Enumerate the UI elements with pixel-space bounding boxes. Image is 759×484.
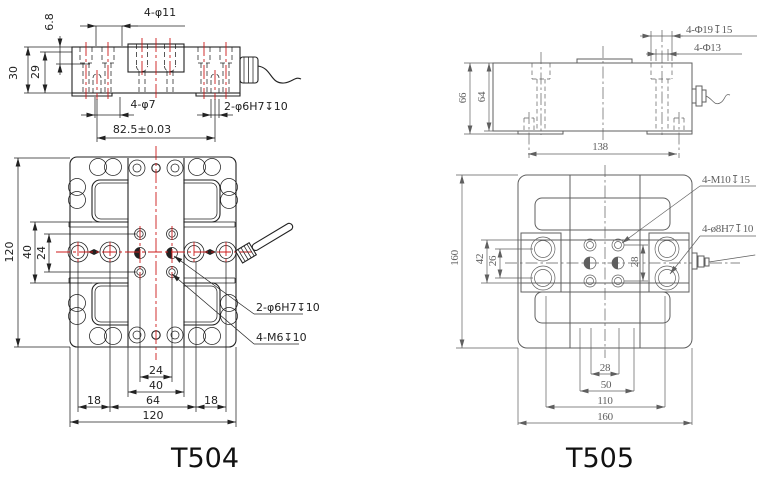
dim-30: 30 <box>7 66 20 80</box>
t505-block-holes <box>530 236 680 291</box>
dim-64: 64 <box>146 394 160 407</box>
dim-110: 110 <box>597 395 613 407</box>
dim-42: 42 <box>474 254 486 264</box>
dim-50: 50 <box>601 379 612 391</box>
dim-24-bottom: 24 <box>149 364 163 377</box>
dim-6-8: 6.8 <box>43 13 56 31</box>
t505-leaders: 4-M10↧15 4-ø8H7↧10 <box>621 174 756 275</box>
label-2-phi6h7-side: 2-φ6H7↧10 <box>224 100 288 113</box>
label-4-phi11: 4-φ11 <box>144 6 176 19</box>
dim-82-5: 82.5±0.03 <box>113 123 171 136</box>
t504-top-view: 2-φ6H7↧10 4-M6↧10 24 40 18 64 18 120 120 <box>3 146 320 427</box>
t505-side-cable <box>691 85 731 107</box>
t504-corner-lobes <box>68 158 238 345</box>
dim-24-left: 24 <box>35 246 48 260</box>
dim-120-bottom: 120 <box>143 409 164 422</box>
label-4-phi7: 4-φ7 <box>130 98 155 111</box>
dim-29: 29 <box>29 65 42 79</box>
t504-title: T504 <box>170 443 239 474</box>
dim-160-bottom: 160 <box>597 411 613 423</box>
label-4-m10: 4-M10↧15 <box>702 174 751 186</box>
label-4-phi8h7: 4-ø8H7↧10 <box>702 223 754 235</box>
t505-side-view: 66 64 4-Φ19↧15 4-Φ13 138 <box>457 24 757 158</box>
t504-top-cable <box>234 222 294 264</box>
t504-side-dimensions: 30 29 6.8 4-φ11 4-φ7 2-φ6H7↧10 <box>7 6 288 142</box>
t504-top-dimensions: 24 40 18 64 18 120 120 40 24 <box>3 157 237 427</box>
label-4-m6: 4-M6↧10 <box>256 331 307 344</box>
dim-64: 64 <box>476 91 488 102</box>
dim-26: 26 <box>487 255 499 266</box>
dim-120-left: 120 <box>3 242 16 263</box>
dim-40-bottom: 40 <box>149 379 163 392</box>
t504-side-cable <box>239 56 302 84</box>
dim-138: 138 <box>592 141 608 153</box>
dim-18-left: 18 <box>87 394 101 407</box>
dim-28-bottom: 28 <box>600 362 611 374</box>
dim-40-left: 40 <box>21 245 34 259</box>
t505-side-dimensions: 66 64 4-Φ19↧15 4-Φ13 138 <box>457 24 757 157</box>
label-4-phi19: 4-Φ19↧15 <box>686 24 733 36</box>
label-4-phi13: 4-Φ13 <box>694 42 722 54</box>
dim-18-right: 18 <box>204 394 218 407</box>
t505-top-dimensions: 160 42 26 28 28 50 110 160 <box>449 174 693 426</box>
t505-title: T505 <box>565 443 634 474</box>
dim-66: 66 <box>457 92 469 103</box>
t504-top-holes <box>128 159 184 344</box>
t505-top-cable <box>691 252 756 270</box>
t504-side-view: 30 29 6.8 4-φ11 4-φ7 2-φ6H7↧10 <box>7 6 302 142</box>
label-2-phi6h7-top: 2-φ6H7↧10 <box>256 301 320 314</box>
dim-160-left: 160 <box>449 249 461 265</box>
dim-28-vertical: 28 <box>629 256 641 267</box>
t504-leaders: 2-φ6H7↧10 4-M6↧10 <box>171 255 320 345</box>
t505-top-view: 4-M10↧15 4-ø8H7↧10 160 42 26 28 28 50 11… <box>449 165 756 426</box>
